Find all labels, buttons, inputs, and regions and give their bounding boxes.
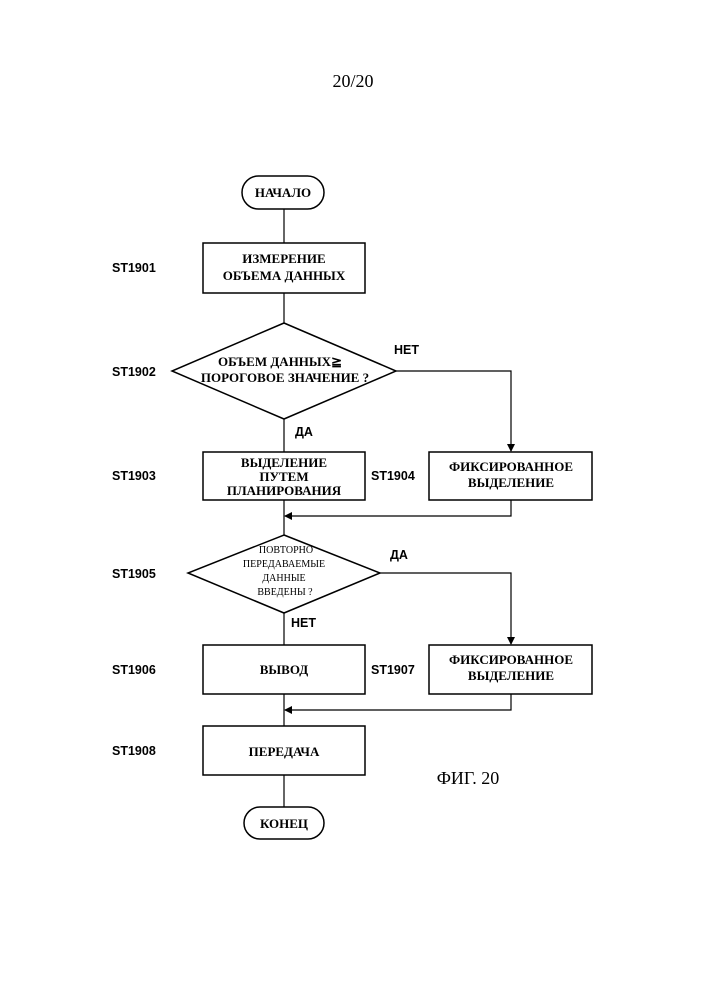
svg-text:ПУТЕМ: ПУТЕМ [259,469,308,484]
branch-label-st1902-yes: ДА [295,425,313,439]
step-label-st1902: ST1902 [112,365,156,379]
svg-text:ВЫДЕЛЕНИЕ: ВЫДЕЛЕНИЕ [241,455,327,470]
step-label-st1907: ST1907 [371,663,415,677]
start-terminator: НАЧАЛО [242,176,324,209]
process-box-st1904: ФИКСИРОВАННОЕ ВЫДЕЛЕНИЕ [429,452,592,500]
svg-text:ПЕРЕДАВАЕМЫЕ: ПЕРЕДАВАЕМЫЕ [243,559,325,570]
process-box-st1901: ИЗМЕРЕНИЕ ОБЪЕМА ДАННЫХ [203,243,365,293]
figure-label: ФИГ. 20 [437,768,500,788]
end-terminator: КОНЕЦ [244,807,324,839]
svg-text:ВЫДЕЛЕНИЕ: ВЫДЕЛЕНИЕ [468,668,554,683]
step-label-st1904: ST1904 [371,469,415,483]
connector-st1904-merge [285,500,511,516]
branch-label-st1905-no: НЕТ [291,616,316,630]
svg-text:ПОРОГОВОЕ ЗНАЧЕНИЕ ?: ПОРОГОВОЕ ЗНАЧЕНИЕ ? [201,370,369,385]
step-label-st1903: ST1903 [112,469,156,483]
step-label-st1901: ST1901 [112,261,156,275]
svg-text:ВЫДЕЛЕНИЕ: ВЫДЕЛЕНИЕ [468,475,554,490]
svg-text:ПОВТОРНО: ПОВТОРНО [259,545,313,556]
connector-st1902-st1904 [396,371,511,451]
branch-label-st1905-yes: ДА [390,548,408,562]
connector-st1907-merge [285,694,511,710]
svg-text:ИЗМЕРЕНИЕ: ИЗМЕРЕНИЕ [242,251,325,266]
svg-text:ФИКСИРОВАННОЕ: ФИКСИРОВАННОЕ [449,459,573,474]
svg-text:ДАННЫЕ: ДАННЫЕ [262,573,305,584]
connectors [284,209,511,807]
svg-text:ПЕРЕДАЧА: ПЕРЕДАЧА [249,744,320,759]
process-box-st1907: ФИКСИРОВАННОЕ ВЫДЕЛЕНИЕ [429,645,592,694]
decision-diamond-st1905: ПОВТОРНО ПЕРЕДАВАЕМЫЕ ДАННЫЕ ВВЕДЕНЫ ? [188,535,380,613]
svg-text:ОБЪЕМА ДАННЫХ: ОБЪЕМА ДАННЫХ [223,268,346,283]
process-box-st1908: ПЕРЕДАЧА [203,726,365,775]
decision-diamond-st1902: ОБЪЕМ ДАННЫХ≧ ПОРОГОВОЕ ЗНАЧЕНИЕ ? [172,323,396,419]
svg-text:ВВЕДЕНЫ ?: ВВЕДЕНЫ ? [257,587,313,598]
svg-text:НАЧАЛО: НАЧАЛО [255,185,311,200]
svg-text:ОБЪЕМ ДАННЫХ≧: ОБЪЕМ ДАННЫХ≧ [218,354,342,369]
branch-label-st1902-no: НЕТ [394,343,419,357]
step-label-st1905: ST1905 [112,567,156,581]
svg-text:КОНЕЦ: КОНЕЦ [260,816,308,831]
page-number: 20/20 [332,71,373,91]
svg-text:ФИКСИРОВАННОЕ: ФИКСИРОВАННОЕ [449,652,573,667]
process-box-st1906: ВЫВОД [203,645,365,694]
connector-st1905-st1907 [380,573,511,644]
svg-text:ВЫВОД: ВЫВОД [260,662,309,677]
step-label-st1908: ST1908 [112,744,156,758]
step-label-st1906: ST1906 [112,663,156,677]
process-box-st1903: ВЫДЕЛЕНИЕ ПУТЕМ ПЛАНИРОВАНИЯ [203,452,365,500]
svg-text:ПЛАНИРОВАНИЯ: ПЛАНИРОВАНИЯ [227,483,342,498]
